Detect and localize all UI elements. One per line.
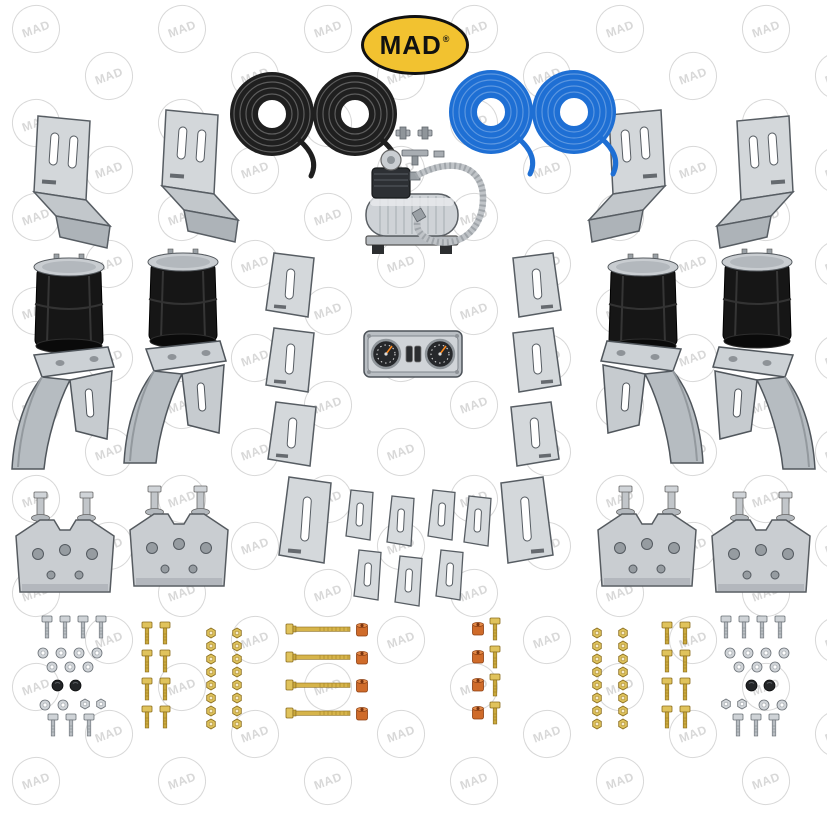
support-plate	[510, 401, 560, 467]
air-spring-left-outer	[33, 253, 105, 354]
braided-leader-hose	[413, 162, 487, 246]
upper-bracket-right-outer	[716, 115, 794, 249]
brand-logo-text: MAD	[379, 29, 442, 60]
toggle-switch-right	[414, 345, 422, 363]
hardware-silver-right	[721, 616, 789, 736]
spacer-plate-small	[353, 549, 382, 601]
support-plate	[512, 252, 562, 318]
toggle-switch-left	[405, 345, 413, 363]
hardware-long-bolts-center-left	[286, 624, 368, 721]
air-compressor	[365, 149, 487, 254]
spacer-plate-small	[435, 549, 464, 601]
hardware-bolt-ferrule-center-right	[473, 618, 501, 724]
curved-bracket-left-inner	[123, 340, 227, 464]
hardware-gold-bolts-left	[142, 622, 170, 728]
registered-mark: ®	[442, 34, 451, 44]
air-spring-right-outer	[721, 248, 793, 349]
curved-bracket-left-outer	[11, 346, 115, 470]
curved-bracket-right-outer	[712, 346, 816, 470]
air-spring-right-inner	[607, 253, 679, 354]
axle-bracket-right-inner	[597, 485, 697, 587]
air-fittings	[395, 126, 445, 166]
spacer-plate-small	[427, 489, 456, 541]
hardware-nuts-left	[207, 628, 242, 729]
air-line-coil-black-1	[234, 76, 314, 176]
air-line-coil-blue-1	[453, 74, 533, 174]
spacer-plate-large	[500, 476, 554, 564]
hardware-silver-left	[38, 616, 106, 736]
support-plate	[265, 252, 315, 318]
support-plate	[512, 327, 562, 393]
spacer-plate-small	[463, 495, 492, 547]
control-panel	[363, 330, 463, 378]
support-plate	[265, 327, 315, 393]
axle-bracket-right-outer	[711, 491, 811, 593]
axle-bracket-left-outer	[15, 491, 115, 593]
upper-bracket-left-outer	[33, 115, 111, 249]
spacer-plate-large	[278, 476, 332, 564]
upper-bracket-left-inner	[161, 109, 239, 243]
hardware-gold-bolts-right	[662, 622, 690, 728]
axle-bracket-left-inner	[129, 485, 229, 587]
brand-logo: MAD®	[361, 15, 469, 75]
hardware-nuts-right	[593, 628, 628, 729]
support-plate	[267, 401, 317, 467]
spacer-plate-small	[394, 555, 423, 607]
spacer-plate-small	[345, 489, 374, 541]
air-line-coil-blue-2	[536, 74, 616, 174]
curved-bracket-right-inner	[600, 340, 704, 464]
spacer-plate-small	[386, 495, 415, 547]
air-spring-left-inner	[147, 248, 219, 349]
